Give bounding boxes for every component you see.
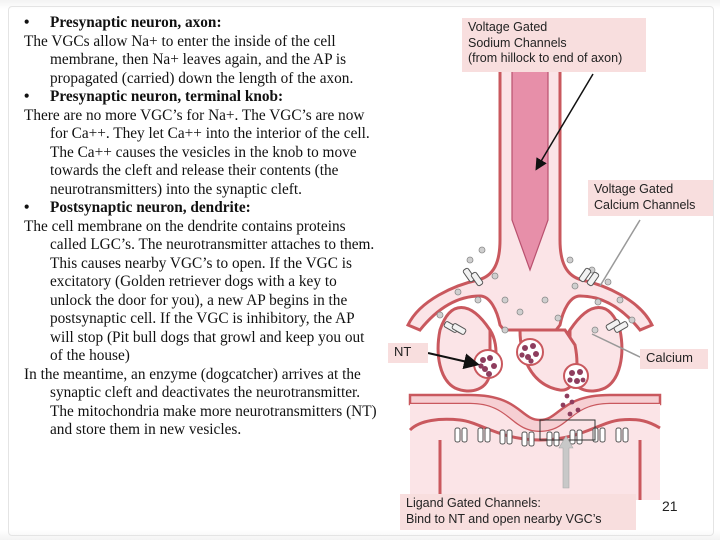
paragraph-meantime: In the meantime, an enzyme (dogcatcher) … (24, 365, 377, 439)
heading-axon: •Presynaptic neuron, axon: (24, 14, 222, 31)
bullet-marker: • (24, 88, 30, 105)
heading-terminal-knob: •Presynaptic neuron, terminal knob: (24, 88, 284, 105)
callout-voltage-gated-sodium: Voltage Gated Sodium Channels (from hill… (462, 18, 646, 72)
bullet-marker: • (24, 199, 30, 216)
calcium-channels (443, 267, 629, 335)
heading-dendrite: •Postsynaptic neuron, dendrite: (24, 199, 251, 216)
paragraph-dendrite: The cell membrane on the dendrite contai… (24, 217, 375, 365)
callout-nt: NT (388, 343, 428, 363)
callout-ligand-gated-channels: Ligand Gated Channels: Bind to NT and op… (400, 494, 636, 530)
bullet-marker: • (24, 14, 30, 31)
released-neurotransmitters (560, 393, 581, 417)
arrow-to-nt (427, 352, 480, 370)
arrow-to-calcium-channels (599, 219, 641, 287)
callout-arrows (427, 73, 643, 489)
slide-frame (8, 6, 714, 536)
paragraph-terminal-knob: There are no more VGC’s for Na+. The VGC… (24, 106, 370, 198)
arrow-to-calcium (591, 333, 643, 359)
callout-calcium: Calcium (640, 349, 708, 369)
bouton-left (436, 306, 492, 393)
page-number: 21 (662, 498, 678, 514)
ligand-gated-channels (454, 427, 629, 447)
callout-voltage-gated-calcium: Voltage Gated Calcium Channels (588, 180, 713, 216)
arrow-to-ligand-channels (558, 435, 574, 489)
vesicles (473, 338, 589, 389)
vesicle (563, 363, 589, 389)
postsynaptic-dendrite (408, 393, 662, 500)
arrow-to-sodium-channels (535, 73, 594, 171)
paragraph-axon: The VGCs allow Na+ to enter the inside o… (24, 32, 354, 87)
body-text: •Presynaptic neuron, axon: The VGCs allo… (24, 14, 379, 440)
dendrite-walls (438, 440, 642, 500)
